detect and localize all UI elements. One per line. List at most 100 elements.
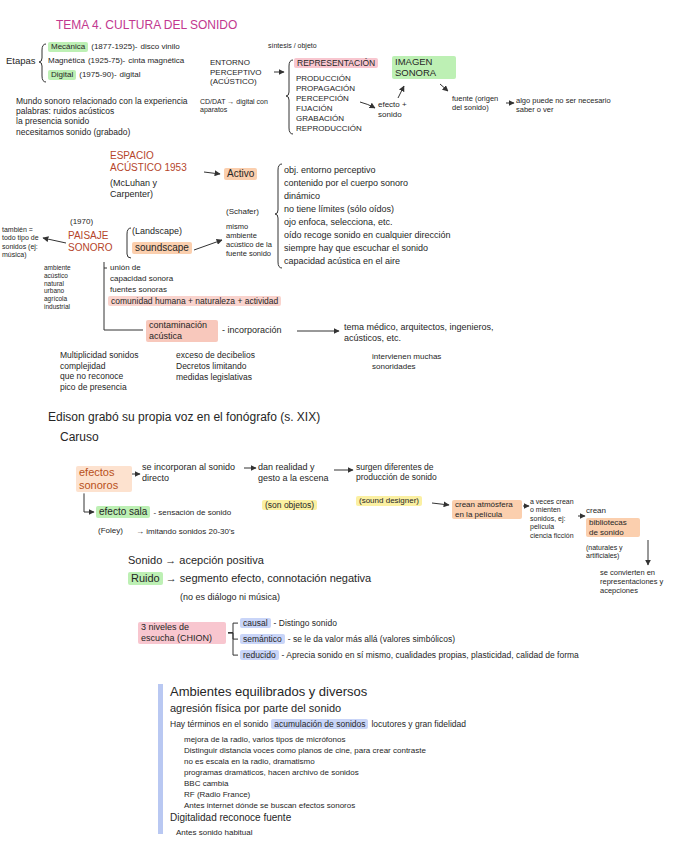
note-text: surgen diferentes de producción de sonid… bbox=[356, 462, 448, 482]
highlight-term: bibliotecas de sonido bbox=[586, 518, 640, 537]
note-group: ESPACIO ACÚSTICO 1953 bbox=[110, 150, 202, 174]
note-text: (naturales y artificiales) bbox=[586, 544, 632, 561]
note-text: - Distingo sonido bbox=[274, 618, 337, 628]
note-text: Sonido → acepción positiva bbox=[128, 554, 264, 567]
note-text: ojo enfoca, selecciona, etc. bbox=[284, 216, 554, 229]
bracket-connector bbox=[228, 633, 238, 655]
bracket-connector bbox=[228, 623, 238, 633]
note-group: intervienen muchas sonoridades bbox=[372, 352, 456, 371]
note-text: Digitalidad reconoce fuente bbox=[170, 812, 291, 824]
note-text: Antes sonido habitual bbox=[176, 828, 253, 838]
note-text: se convierten en representaciones y acep… bbox=[600, 568, 680, 595]
note-text: (1877-1925)- bbox=[91, 42, 137, 52]
note-group: ambiente acústico natural urbano agrícol… bbox=[44, 264, 84, 311]
note-group: Mundo sonoro relacionado con la experien… bbox=[16, 96, 196, 137]
arrow-line bbox=[440, 84, 448, 91]
note-group: efecto + sonido bbox=[378, 100, 418, 119]
note-group: - incorporación bbox=[222, 325, 282, 336]
note-group: (Schafer) bbox=[226, 207, 259, 217]
highlight-term: efectos sonoros bbox=[76, 466, 132, 492]
note-group: también = todo tipo de sonidos (ej: músi… bbox=[2, 226, 40, 260]
note-text: BBC cambia bbox=[184, 778, 654, 789]
note-group: (sound designer) bbox=[356, 496, 422, 506]
highlight-term: reducido bbox=[240, 650, 279, 660]
note-group: Caruso bbox=[60, 430, 99, 444]
note-text: que no reconoce bbox=[60, 371, 140, 382]
note-group: Ruido→ segmento efecto, connotación nega… bbox=[128, 572, 548, 585]
node-text: causal bbox=[243, 618, 268, 628]
arrow-line bbox=[578, 516, 585, 517]
note-text: RF (Radio France) bbox=[184, 789, 654, 800]
note-text: (1970) bbox=[70, 217, 93, 227]
note-text: ESPACIO ACÚSTICO 1953 bbox=[110, 150, 202, 174]
note-group: Sonido → acepción positiva bbox=[128, 554, 264, 567]
highlight-term: Ruido bbox=[128, 572, 163, 585]
note-text: algo puede no ser necesario saber o ver bbox=[516, 96, 616, 114]
note-group: (Foley) bbox=[98, 526, 123, 536]
note-group: IMAGEN SONORA bbox=[392, 56, 456, 79]
node-text: bibliotecas de sonido bbox=[589, 518, 637, 537]
highlight-term: 3 niveles de escucha (CHION) bbox=[138, 622, 226, 644]
arrow-line bbox=[398, 86, 404, 98]
note-group: causal - Distingo sonido bbox=[240, 618, 670, 628]
note-group: Hay términos en el sonidoacumulación de … bbox=[170, 719, 650, 729]
note-group: (Landscape) bbox=[132, 226, 182, 237]
note-text: Etapas bbox=[6, 55, 36, 66]
note-text: no tiene límites (sólo oídos) bbox=[284, 203, 554, 216]
note-group: Digitalidad reconoce fuente bbox=[170, 812, 291, 824]
note-group: fuente (origen del sonido) bbox=[452, 94, 504, 112]
note-text: a veces crean o mienten sonidos, ej: pel… bbox=[530, 498, 576, 540]
note-text: locutores y gran fidelidad bbox=[371, 719, 466, 729]
note-group: mejora de la radio, varios tipos de micr… bbox=[184, 734, 654, 811]
node-text: Mecánica bbox=[51, 42, 85, 52]
note-text: se incorporan al sonido directo bbox=[142, 462, 242, 484]
highlight-term: IMAGEN SONORA bbox=[392, 56, 456, 79]
note-group: Multiplicidad sonidoscomplejidadque no r… bbox=[60, 350, 140, 392]
highlight-term: Mecánica bbox=[48, 42, 88, 52]
bracket bbox=[39, 44, 46, 82]
bracket bbox=[286, 60, 293, 134]
note-group: Activo bbox=[224, 168, 257, 180]
note-text: ENTORNO PERCEPTIVO bbox=[210, 58, 272, 77]
node-text: contaminación acústica bbox=[149, 320, 215, 342]
note-group: bibliotecas de sonido bbox=[586, 518, 640, 537]
arrow-line bbox=[523, 506, 529, 507]
note-text: dinámico bbox=[284, 190, 554, 203]
note-group: Edison grabó su propia voz en el fonógra… bbox=[48, 410, 320, 424]
node-text: Activo bbox=[227, 168, 254, 180]
note-group: Mecánica(1877-1925)-disco vinilo bbox=[48, 42, 210, 52]
note-text: intervienen muchas sonoridades bbox=[372, 352, 456, 371]
note-group: PAISAJE SONORO bbox=[68, 230, 124, 254]
note-group: crean bbox=[586, 506, 606, 516]
note-text: pico de presencia bbox=[60, 382, 140, 393]
note-group: a veces crean o mienten sonidos, ej: pel… bbox=[530, 498, 576, 540]
note-text: (1975-90)- bbox=[79, 70, 116, 80]
note-group: soundscape bbox=[132, 242, 192, 254]
highlight-term: (son objetos) bbox=[262, 500, 317, 510]
note-group: Digital(1975-90)-digital bbox=[48, 70, 210, 80]
note-group: obj. entorno perceptivocontenido por el … bbox=[284, 164, 554, 268]
highlight-term: REPRESENTACIÓN bbox=[294, 58, 378, 68]
arrow-line bbox=[204, 172, 220, 174]
note-text: fuente (origen del sonido) bbox=[452, 94, 504, 112]
note-group: efectos sonoros bbox=[76, 466, 132, 492]
note-group: ENTORNO PERCEPTIVO(ACÚSTICO) bbox=[210, 58, 272, 87]
note-text: Decretos limitando bbox=[176, 361, 255, 372]
highlight-term: soundscape bbox=[132, 242, 192, 254]
note-text: capacidad sonora bbox=[110, 273, 173, 284]
note-text: Hay términos en el sonido bbox=[170, 719, 268, 729]
note-text: programas dramáticos, hacen archivo de s… bbox=[184, 767, 654, 778]
note-text: oído recoge sonido en cualquier direcció… bbox=[284, 229, 554, 242]
note-text: capacidad acústica en el aire bbox=[284, 255, 554, 268]
note-text: PROPAGACIÓN bbox=[296, 84, 362, 94]
highlight-term: (sound designer) bbox=[356, 496, 422, 506]
note-text: REPRODUCCIÓN bbox=[296, 124, 362, 134]
note-text: Caruso bbox=[60, 430, 99, 444]
note-text: - se le da valor más allá (valores simbó… bbox=[288, 634, 455, 644]
note-text: dan realidad y gesto a la escena bbox=[258, 462, 330, 484]
node-text: Ruido bbox=[131, 572, 160, 585]
note-text: Mundo sonoro relacionado con la experien… bbox=[16, 96, 196, 106]
note-group: (son objetos) bbox=[262, 500, 317, 510]
note-group: PRODUCCIÓNPROPAGACIÓNPERCEPCIÓNFIJACIÓNG… bbox=[296, 74, 362, 134]
highlight-term: causal bbox=[240, 618, 271, 628]
